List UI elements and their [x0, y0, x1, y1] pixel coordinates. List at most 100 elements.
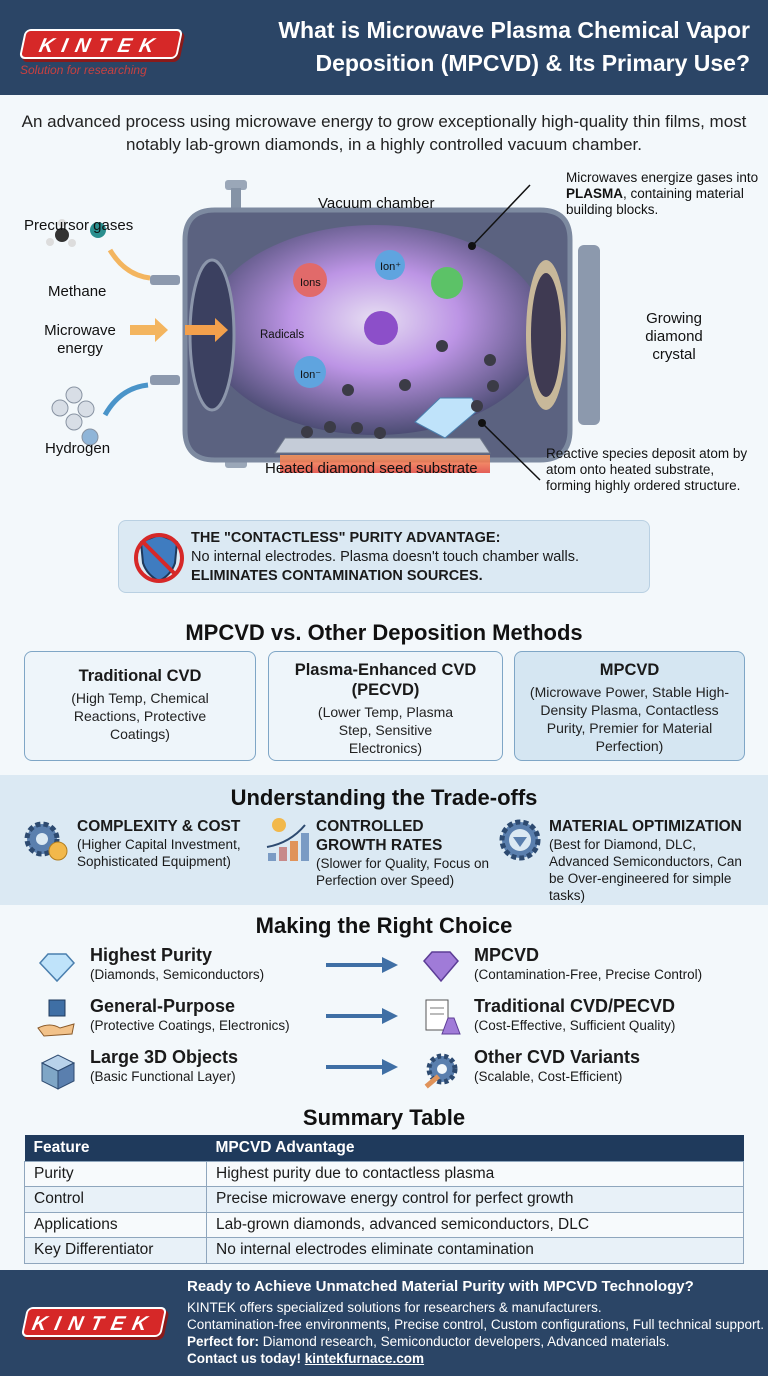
hydrogen-molecule-icon: [51, 386, 99, 446]
choice-need-desc: (Diamonds, Semiconductors): [90, 967, 265, 982]
flange: [578, 245, 600, 425]
substrate-label: Heated diamond seed substrate: [265, 460, 478, 477]
header: KINTEK Solution for researching What is …: [0, 0, 768, 95]
perfect-for-text: Diamond research, Semiconductor develope…: [259, 1334, 670, 1349]
banner-title: THE "CONTACTLESS" PURITY ADVANTAGE:: [191, 530, 501, 546]
deposit-note: Reactive species deposit atom by atom on…: [546, 446, 748, 493]
plasma-note-text-end: , containing material building blocks.: [566, 186, 744, 217]
heater: [280, 455, 490, 473]
tradeoff-desc: (Higher Capital Investment, Sophisticate…: [77, 837, 241, 869]
ions-label: Ions: [300, 277, 321, 289]
choice-pick: Other CVD Variants: [474, 1047, 641, 1067]
gear-wrench-icon: [424, 1053, 458, 1089]
banner-emphasis: ELIMINATES CONTAMINATION SOURCES.: [191, 568, 483, 584]
card-pecvd: Plasma-Enhanced CVD (PECVD) (Lower Temp, …: [268, 651, 503, 761]
summary-title: Summary Table: [302, 1105, 466, 1130]
card-title: Traditional CVD: [78, 667, 202, 685]
gear-coin-icon: [24, 821, 68, 861]
gear-diamond-icon: [499, 819, 541, 861]
cube-icon: [40, 1054, 76, 1090]
card-desc: (Lower Temp, Plasma Step, Sensitive Elec…: [317, 704, 454, 756]
top-port: [225, 180, 247, 190]
ar-particle: [364, 311, 398, 345]
ad-particle: [431, 267, 463, 299]
choice-pick: Traditional CVD/PECVD: [474, 996, 676, 1016]
tradeoff-growth-rates: CONTROLLED GROWTH RATES(Slower for Quali…: [316, 817, 491, 889]
card-mpcvd: MPCVD (Microwave Power, Stable High-Densi…: [514, 651, 745, 761]
diamond-crystal: [531, 273, 561, 397]
card-desc: (Microwave Power, Stable High-Density Pl…: [529, 684, 730, 754]
arrow-right-icon: [326, 957, 398, 973]
growth-chart-icon: [266, 818, 309, 861]
footer: KINTEK Ready to Achieve Unmatched Materi…: [0, 1270, 768, 1376]
ions-particle: [293, 263, 327, 297]
tradeoff-desc: (Slower for Quality, Focus on Perfection…: [316, 856, 490, 888]
tagline: Solution for researching: [20, 63, 147, 77]
table-cell: Applications: [24, 1211, 207, 1238]
choice-pick-desc: (Contamination-Free, Precise Control): [474, 967, 703, 982]
intro-text: An advanced process using microwave ener…: [21, 112, 747, 154]
plasma-note: Microwaves energize gases into PLASMA, c…: [566, 170, 761, 218]
table-cell: Highest purity due to contactless plasma: [206, 1160, 744, 1187]
column-header: Feature: [24, 1135, 207, 1161]
tradeoffs-title: Understanding the Trade-offs: [230, 785, 538, 810]
ion-positive-particle: [375, 250, 405, 280]
no-contamination-shield-icon: [134, 533, 184, 583]
plasma-note-text: Microwaves energize gases into: [566, 170, 759, 185]
choice-need: General-Purpose: [90, 996, 236, 1016]
table-cell: Lab-grown diamonds, advanced semiconduct…: [206, 1211, 744, 1238]
footer-line: Contamination-free environments, Precise…: [187, 1317, 765, 1332]
choice-need: Large 3D Objects: [90, 1047, 239, 1067]
card-title: MPCVD: [599, 661, 660, 679]
document-flask-icon: [425, 999, 461, 1035]
perfect-for-label: Perfect for:: [187, 1334, 260, 1349]
chip-hand-icon: [37, 999, 75, 1037]
card-title: Plasma-Enhanced CVD (PECVD): [294, 661, 477, 699]
card-traditional-cvd: Traditional CVD(High Temp, Chemical Reac…: [24, 651, 256, 761]
diamond-icon: [38, 953, 76, 983]
vacuum-chamber-label: Vacuum chamber: [318, 195, 435, 212]
choice-pick: MPCVD: [474, 945, 540, 965]
hydrogen-label: Hydrogen: [45, 440, 111, 457]
comparison-title: MPCVD vs. Other Deposition Methods: [185, 620, 583, 645]
tradeoff-desc: (Best for Diamond, DLC, Advanced Semicon…: [549, 837, 742, 903]
choice-need-desc: (Basic Functional Layer): [90, 1069, 236, 1084]
ion-negative-particle: [294, 356, 326, 388]
table-cell: Key Differentiator: [24, 1237, 207, 1264]
kintek-logo[interactable]: KINTEK: [18, 29, 184, 59]
banner-line: No internal electrodes. Plasma doesn't t…: [191, 549, 580, 565]
footer-line: KINTEK offers specialized solutions for …: [187, 1300, 602, 1315]
website-link[interactable]: kintekfurnace.com: [304, 1351, 425, 1366]
ion-positive-label: Ion⁺: [380, 261, 402, 273]
page-title: What is Microwave Plasma Chemical Vapor …: [278, 17, 750, 76]
radicals-label: Radicals: [260, 329, 305, 341]
arrow-right-icon: [326, 1059, 398, 1075]
choice-need-desc: (Protective Coatings, Electronics): [90, 1018, 290, 1033]
crystal-label: Growing diamond crystal: [645, 310, 703, 363]
choice-row-general: General-Purpose (Protective Coatings, El…: [0, 996, 768, 1044]
tradeoff-title: MATERIAL OPTIMIZATION: [549, 818, 742, 835]
tradeoffs-section: Understanding the Trade-offs COMPLEXITY …: [0, 775, 768, 905]
precursor-gases-label: Precursor gases: [24, 217, 134, 234]
table-cell: Purity: [24, 1160, 207, 1187]
choice-pick-desc: (Cost-Effective, Sufficient Quality): [474, 1018, 676, 1033]
choice-row-purity: Highest Purity (Diamonds, Semiconductors…: [0, 945, 768, 993]
choice-row-3d: Large 3D Objects (Basic Functional Layer…: [0, 1047, 768, 1095]
arrow-right-icon: [326, 1008, 398, 1024]
table-cell: Control: [24, 1186, 207, 1213]
table-cell: No internal electrodes eliminate contami…: [206, 1237, 744, 1264]
methane-molecule-icon: [46, 219, 106, 247]
choice-pick-desc: (Scalable, Cost-Efficient): [474, 1069, 623, 1084]
kintek-logo[interactable]: KINTEK: [20, 1307, 168, 1337]
microwave-energy-label: Microwave energy: [44, 322, 116, 357]
table-cell: Precise microwave energy control for per…: [206, 1186, 744, 1213]
choice-need: Highest Purity: [90, 945, 213, 965]
column-header: MPCVD Advantage: [206, 1135, 744, 1161]
plasma-note-bold: PLASMA: [566, 186, 623, 201]
